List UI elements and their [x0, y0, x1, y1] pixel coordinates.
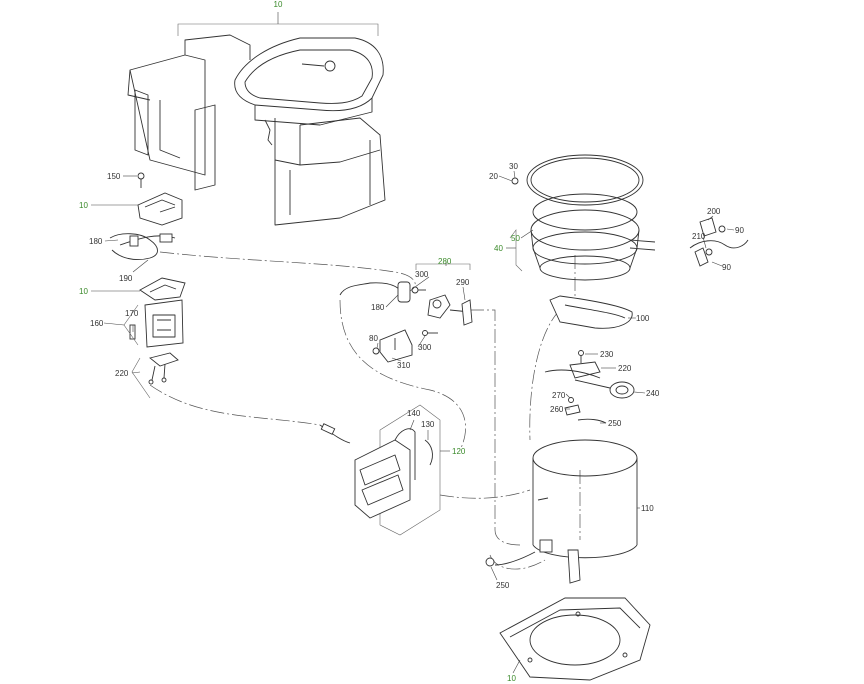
label-250-a: 250: [608, 419, 622, 428]
label-50: 50: [511, 234, 520, 243]
label-10-bottom: 10: [507, 674, 516, 683]
bracket-strap-100: [549, 295, 633, 329]
sensor-250-bottom: [485, 551, 536, 567]
label-150: 150: [107, 172, 121, 181]
ignition-pins-200: [689, 217, 749, 267]
sensor-180-mid: [339, 281, 411, 303]
label-20: 20: [489, 172, 498, 181]
label-270: 270: [552, 391, 566, 400]
screw-150: [137, 172, 145, 188]
label-210: 210: [692, 232, 706, 241]
label-280: 280: [438, 257, 452, 266]
label-90-b: 90: [722, 263, 731, 272]
gas-valve-group-280: [411, 286, 473, 336]
leader-lines: [91, 12, 735, 674]
label-10-bracket: 10: [79, 201, 88, 210]
burner-ring-set-40: [530, 193, 656, 281]
assembly-flow-lines: [149, 251, 581, 570]
label-140: 140: [407, 409, 421, 418]
callout-labels: 10 150 10 180 190 10 170 160 220 300 280…: [79, 0, 744, 683]
air-box-120: [319, 404, 441, 536]
label-230: 230: [600, 350, 614, 359]
label-260: 260: [550, 405, 564, 414]
control-bracket: [137, 192, 183, 226]
label-10-switch: 10: [79, 287, 88, 296]
label-160: 160: [90, 319, 104, 328]
connector-block-220-left: [148, 352, 179, 385]
label-300-b: 300: [418, 343, 432, 352]
label-240: 240: [646, 389, 660, 398]
label-130: 130: [421, 420, 435, 429]
label-40: 40: [494, 244, 503, 253]
label-110: 110: [641, 504, 654, 513]
control-unit-160: [129, 299, 184, 348]
ring-clamp-20: [511, 154, 644, 206]
label-120: 120: [452, 447, 466, 456]
switch-board: [139, 277, 186, 301]
label-90-a: 90: [735, 226, 744, 235]
label-80: 80: [369, 334, 378, 343]
label-180-mid: 180: [371, 303, 385, 312]
combustion-chamber-110: [532, 439, 638, 584]
label-300-a: 300: [415, 270, 429, 279]
label-310: 310: [397, 361, 411, 370]
label-250-b: 250: [496, 581, 510, 590]
label-100: 100: [636, 314, 650, 323]
label-170: 170: [125, 309, 139, 318]
label-200: 200: [707, 207, 721, 216]
casing-assembly: [127, 34, 386, 226]
label-10-top: 10: [274, 0, 283, 9]
burner-electrode-group: [544, 350, 635, 424]
label-180-left: 180: [89, 237, 103, 246]
bracket-310: [372, 329, 413, 363]
label-220-right: 220: [618, 364, 632, 373]
label-30: 30: [509, 162, 518, 171]
label-190: 190: [119, 274, 133, 283]
label-220-left: 220: [115, 369, 129, 378]
wiring-harness-180: [109, 233, 176, 261]
label-290: 290: [456, 278, 470, 287]
base-plate: [499, 597, 651, 681]
